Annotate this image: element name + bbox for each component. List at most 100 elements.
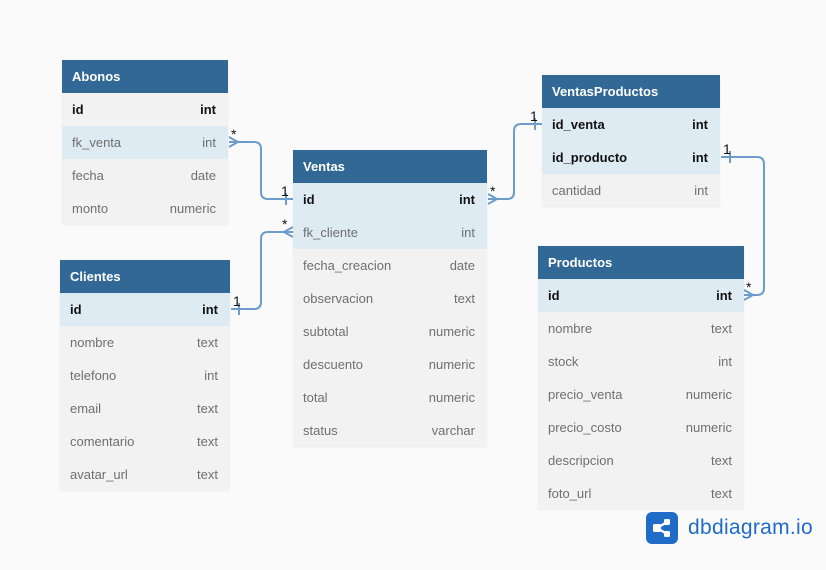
link-abonos-ventas (229, 141, 293, 200)
field-row[interactable]: precio_costo numeric (538, 411, 744, 444)
field-type: int (692, 117, 708, 132)
field-type: int (202, 302, 218, 317)
cardinality-many: * (231, 126, 237, 142)
table-title[interactable]: Ventas (293, 150, 487, 183)
field-name: fk_cliente (303, 225, 358, 240)
field-name: id (303, 192, 315, 207)
field-row[interactable]: descuento numeric (293, 348, 487, 381)
field-row[interactable]: comentario text (60, 425, 230, 458)
link-ventas-ventasproductos (488, 123, 542, 200)
field-type: numeric (685, 387, 732, 402)
field-type: numeric (685, 420, 732, 435)
field-row[interactable]: monto numeric (62, 192, 228, 225)
field-type: varchar (431, 423, 475, 438)
table-ventas[interactable]: Ventas id int fk_cliente int fecha_creacio… (293, 150, 487, 447)
cardinality-one: 1 (233, 293, 241, 309)
field-row[interactable]: fk_venta int (62, 126, 228, 159)
field-name: email (70, 401, 102, 416)
field-row[interactable]: id_venta int (542, 108, 720, 141)
field-name: id (548, 288, 560, 303)
field-name: observacion (303, 291, 374, 306)
field-row[interactable]: fecha_creacion date (293, 249, 487, 282)
field-row[interactable]: id_producto int (542, 141, 720, 174)
field-row[interactable]: precio_venta numeric (538, 378, 744, 411)
field-row[interactable]: id int (293, 183, 487, 216)
field-row[interactable]: id int (62, 93, 228, 126)
field-type: text (711, 321, 732, 336)
field-name: id_venta (552, 117, 605, 132)
field-row[interactable]: id int (60, 293, 230, 326)
field-name: fecha_creacion (303, 258, 392, 273)
field-name: status (303, 423, 338, 438)
field-type: int (204, 368, 218, 383)
field-name: fk_venta (72, 135, 122, 150)
field-name: id (72, 102, 84, 117)
field-name: descuento (303, 357, 363, 372)
field-row[interactable]: nombre text (60, 326, 230, 359)
field-type: int (459, 192, 475, 207)
field-type: numeric (428, 390, 475, 405)
dbdiagram-logo[interactable]: dbdiagram.io (646, 512, 813, 544)
field-row[interactable]: descripcion text (538, 444, 744, 477)
field-row[interactable]: id int (538, 279, 744, 312)
table-abonos[interactable]: Abonos id int fk_venta int fecha date monto… (62, 60, 228, 225)
cardinality-one: 1 (530, 108, 538, 124)
table-title[interactable]: VentasProductos (542, 75, 720, 108)
field-row[interactable]: fk_cliente int (293, 216, 487, 249)
field-name: cantidad (552, 183, 602, 198)
field-name: precio_costo (548, 420, 622, 435)
field-type: text (454, 291, 475, 306)
field-type: text (711, 453, 732, 468)
link-clientes-ventas (231, 231, 293, 310)
field-name: nombre (70, 335, 115, 350)
field-name: fecha (72, 168, 104, 183)
field-type: date (190, 168, 216, 183)
field-type: text (711, 486, 732, 501)
table-title[interactable]: Clientes (60, 260, 230, 293)
field-name: comentario (70, 434, 135, 449)
field-type: numeric (428, 357, 475, 372)
cardinality-many: * (282, 216, 288, 232)
field-type: numeric (428, 324, 475, 339)
field-name: descripcion (548, 453, 614, 468)
field-name: precio_venta (548, 387, 623, 402)
field-row[interactable]: subtotal numeric (293, 315, 487, 348)
field-type: text (197, 335, 218, 350)
field-name: id_producto (552, 150, 628, 165)
cardinality-one: 1 (723, 141, 731, 157)
field-row[interactable]: total numeric (293, 381, 487, 414)
table-title[interactable]: Abonos (62, 60, 228, 93)
field-type: int (718, 354, 732, 369)
field-name: id (70, 302, 82, 317)
field-type: int (200, 102, 216, 117)
field-row[interactable]: observacion text (293, 282, 487, 315)
field-row[interactable]: status varchar (293, 414, 487, 447)
field-type: text (197, 434, 218, 449)
cardinality-many: * (490, 183, 496, 199)
table-title[interactable]: Productos (538, 246, 744, 279)
field-row[interactable]: fecha date (62, 159, 228, 192)
field-type: date (449, 258, 475, 273)
field-type: int (694, 183, 708, 198)
field-row[interactable]: cantidad int (542, 174, 720, 207)
field-type: int (692, 150, 708, 165)
field-type: numeric (169, 201, 216, 216)
field-type: int (202, 135, 216, 150)
link-ventasproductos-productos (721, 156, 765, 296)
logo-text: dbdiagram.io (688, 516, 814, 539)
share-nodes-icon (646, 512, 678, 544)
field-type: int (461, 225, 475, 240)
field-type: int (716, 288, 732, 303)
field-name: monto (72, 201, 109, 216)
field-name: total (303, 390, 328, 405)
field-name: subtotal (303, 324, 349, 339)
